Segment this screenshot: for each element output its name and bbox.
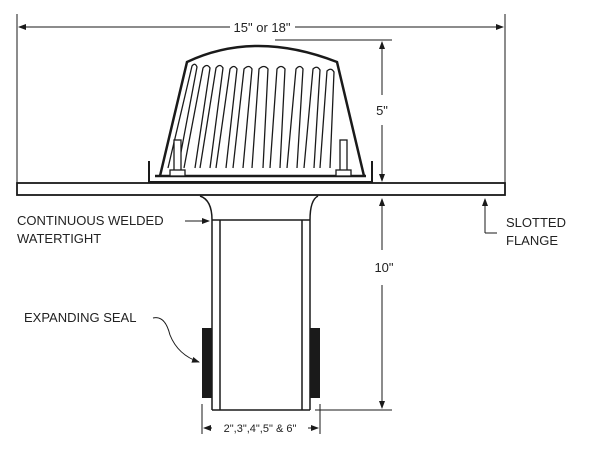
- drain-pipe: [199, 195, 319, 411]
- seal-arrow: [152, 317, 200, 363]
- flange-width-label: 15" or 18": [234, 20, 291, 35]
- flange-label-line1: SLOTTED: [506, 215, 566, 230]
- pipe-length-label: 10": [374, 260, 393, 275]
- pipe-sizes-label: 2",3",4",5" & 6": [224, 423, 297, 435]
- drain-dome: [148, 44, 373, 183]
- expanding-seal-left: [202, 328, 212, 398]
- expanding-seal-right: [310, 328, 320, 398]
- pipe-size-dimension: [201, 404, 321, 434]
- seal-label: EXPANDING SEAL: [24, 310, 136, 325]
- weld-label-line2: WATERTIGHT: [17, 231, 101, 246]
- slotted-flange: [16, 182, 506, 196]
- dome-height-label: 5": [376, 103, 388, 118]
- flange-width-dimension: [16, 14, 506, 183]
- pipe-length-dimension: [315, 198, 392, 411]
- weld-label-line1: CONTINUOUS WELDED: [17, 213, 164, 228]
- dome-height-dimension: [275, 39, 392, 182]
- flange-label-line2: FLANGE: [506, 233, 558, 248]
